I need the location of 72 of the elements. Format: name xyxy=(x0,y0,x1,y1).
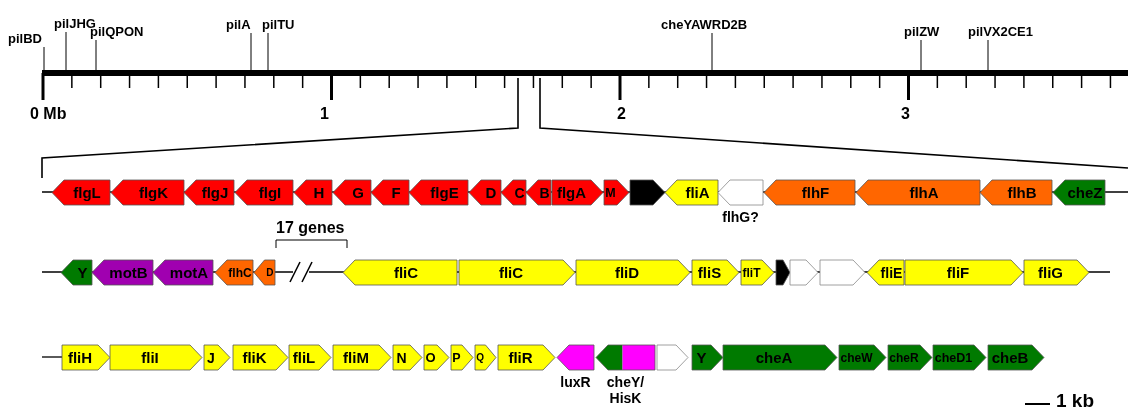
gene-name: Q xyxy=(476,350,485,365)
gene-name: G xyxy=(352,184,364,201)
locus-label: pilVX2CE1 xyxy=(968,24,1034,40)
gene-name: cheZ xyxy=(1067,184,1103,201)
leader-line xyxy=(920,39,922,71)
gene-name: fliS xyxy=(697,264,722,281)
gene-name: fliC xyxy=(393,264,419,281)
gene-name: fliL xyxy=(292,349,316,366)
gene-name: fliA xyxy=(685,184,710,201)
gene-name: flhA xyxy=(909,184,939,201)
gene-name: B xyxy=(539,184,550,201)
gene-name: O xyxy=(425,349,436,366)
leader-line xyxy=(711,32,713,71)
gene-name: motB xyxy=(109,264,148,281)
gene-name: Y xyxy=(696,349,707,366)
gene-name: flgL xyxy=(73,184,101,201)
gene-caption: cheY/ HisK xyxy=(605,374,646,406)
gene-name: D xyxy=(266,265,274,280)
gene-name: cheR xyxy=(889,349,919,366)
leader-line xyxy=(267,32,269,71)
gene-name: C xyxy=(514,184,525,201)
leader-line xyxy=(95,39,97,71)
axis-label: 0 Mb xyxy=(30,106,67,122)
gene-name: flgK xyxy=(138,184,169,201)
gene-name: motA xyxy=(169,264,209,281)
gene-count-label: 17 genes xyxy=(276,220,345,236)
gene-name: flgA xyxy=(556,184,587,201)
gene-caption: flhG? xyxy=(721,209,760,225)
gene-name: fliE xyxy=(880,264,903,281)
locus-label: pilZW xyxy=(904,24,940,40)
locus-label: pilBD xyxy=(8,31,42,47)
gene-name: flgE xyxy=(430,184,459,201)
leader-line xyxy=(987,39,989,71)
gene-name: flhB xyxy=(1007,184,1037,201)
gene-name: fliH xyxy=(67,349,93,366)
leader-line xyxy=(43,46,45,71)
gene-name: P xyxy=(452,349,461,366)
gene-name: flgJ xyxy=(201,184,229,201)
locus-label: pilTU xyxy=(262,17,295,33)
gene-name: flgI xyxy=(258,184,282,201)
scale-label: 1 kb xyxy=(1056,393,1095,409)
gene-name: fliD xyxy=(614,264,640,281)
gene-name: cheA xyxy=(755,349,793,366)
gene-name: D xyxy=(485,184,497,201)
gene-name: fliI xyxy=(141,349,159,366)
axis-label: 3 xyxy=(901,106,910,122)
gene-name: fliT xyxy=(742,264,761,281)
gene-name: fliC xyxy=(498,264,524,281)
leader-line xyxy=(65,31,67,71)
gene-name: fliF xyxy=(946,264,970,281)
gene-name: cheW xyxy=(840,349,873,366)
axis-label: 1 xyxy=(320,106,329,122)
axis-label: 2 xyxy=(617,106,626,122)
gene-name: fliG xyxy=(1038,264,1063,281)
gene-name: N xyxy=(396,349,407,366)
gene-name: flhC xyxy=(228,264,252,281)
gene-name: J xyxy=(207,349,215,366)
chromosome-bar xyxy=(42,70,1128,76)
gene-name: fliR xyxy=(508,349,533,366)
gene-caption: luxR xyxy=(559,374,592,390)
gene-name: Y xyxy=(77,264,88,281)
gene-name: cheD1 xyxy=(934,349,973,366)
gene-name: H xyxy=(313,184,325,201)
gene-name: cheB xyxy=(991,349,1029,366)
gene-name: fliM xyxy=(343,349,369,366)
gene-name: F xyxy=(391,184,401,201)
locus-label: cheYAWRD2B xyxy=(661,17,748,33)
leader-line xyxy=(250,32,252,71)
gene-name: fliK xyxy=(242,349,267,366)
gene-name: flhF xyxy=(801,184,830,201)
gene-name: M xyxy=(605,184,616,201)
locus-label: pilA xyxy=(226,17,251,33)
